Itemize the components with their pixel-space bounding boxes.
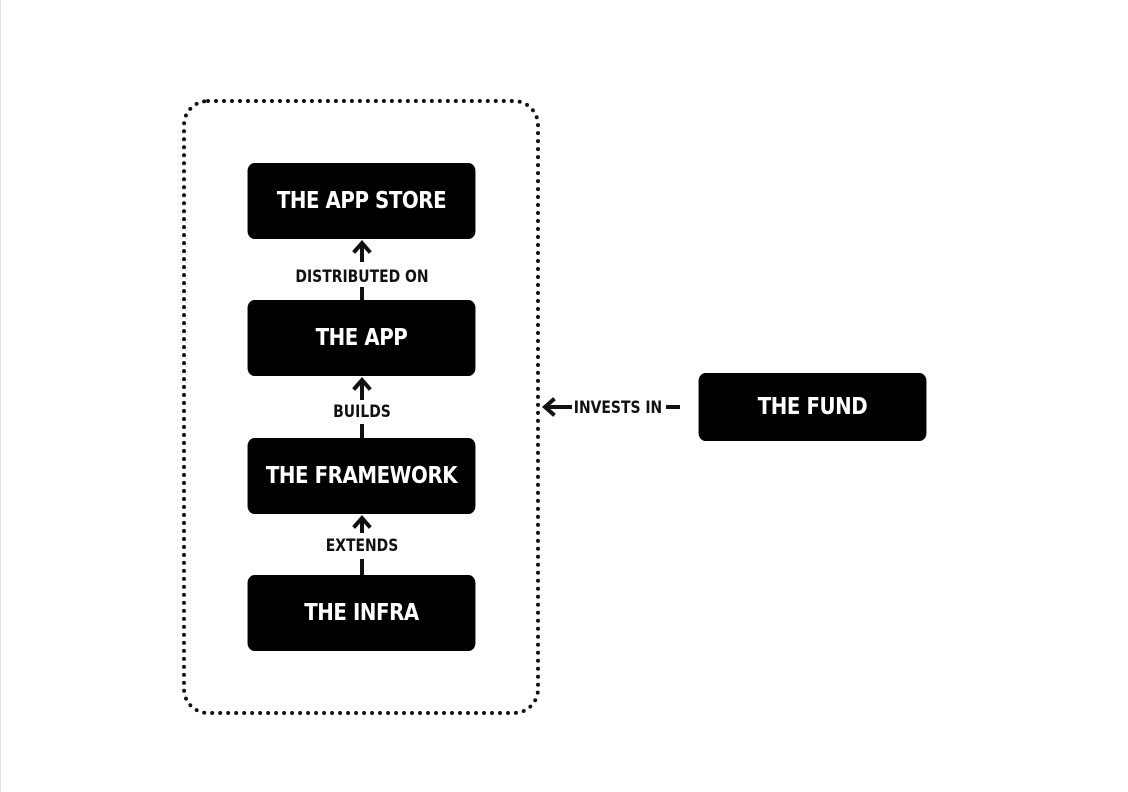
node-app: THE APP (247, 300, 476, 376)
stack-group-frame (182, 99, 540, 715)
edge-label-extends: EXTENDS (324, 536, 400, 556)
edge-label-invests-in: INVESTS IN (572, 398, 664, 418)
page-left-border (0, 0, 1, 792)
edge-label-distributed-on: DISTRIBUTED ON (293, 267, 431, 287)
node-app-label: THE APP (315, 325, 408, 351)
node-fund: THE FUND (698, 373, 927, 441)
node-fund-label: THE FUND (757, 394, 868, 420)
node-infra: THE INFRA (247, 575, 476, 651)
edge-label-builds: BUILDS (331, 402, 393, 422)
node-framework-label: THE FRAMEWORK (265, 463, 458, 489)
node-framework: THE FRAMEWORK (247, 438, 476, 514)
node-app-store-label: THE APP STORE (276, 188, 447, 214)
node-app-store: THE APP STORE (247, 163, 476, 239)
node-infra-label: THE INFRA (304, 600, 419, 626)
